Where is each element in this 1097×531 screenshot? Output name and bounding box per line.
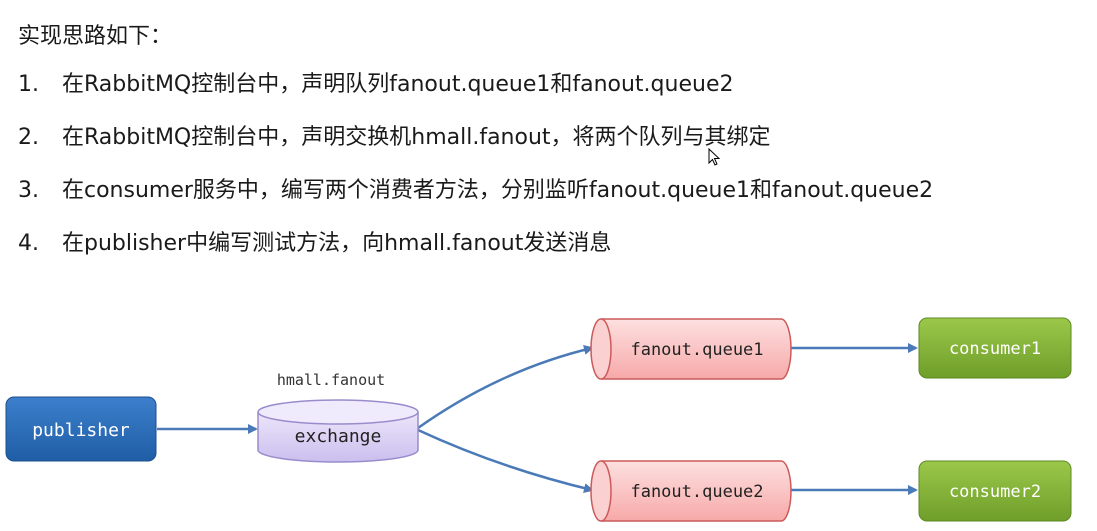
arrow-exchange-queue1 bbox=[417, 344, 594, 430]
step-number: 2. bbox=[18, 125, 39, 150]
step-item: 2. 在RabbitMQ控制台中，声明交换机hmall.fanout，将两个队列与… bbox=[18, 123, 933, 176]
step-text: 在publisher中编写测试方法，向hmall.fanout发送消息 bbox=[62, 231, 612, 256]
step-text: 在RabbitMQ控制台中，声明队列fanout.queue1和fanout.q… bbox=[62, 72, 734, 97]
publisher-node: publisher bbox=[5, 396, 157, 462]
step-item: 1. 在RabbitMQ控制台中，声明队列fanout.queue1和fanout… bbox=[18, 70, 933, 123]
consumer2-label: consumer2 bbox=[949, 482, 1041, 502]
queue2-node: fanout.queue2 bbox=[590, 460, 792, 522]
step-number: 1. bbox=[18, 72, 39, 97]
step-number: 3. bbox=[18, 178, 39, 203]
publisher-label: publisher bbox=[32, 420, 130, 441]
queue1-node: fanout.queue1 bbox=[590, 318, 792, 380]
consumer1-node: consumer1 bbox=[918, 317, 1072, 379]
exchange-label: exchange bbox=[295, 426, 382, 447]
step-number: 4. bbox=[18, 231, 39, 256]
step-text: 在RabbitMQ控制台中，声明交换机hmall.fanout，将两个队列与其绑… bbox=[62, 125, 771, 150]
intro-text: 实现思路如下： bbox=[18, 24, 173, 49]
exchange-node: exchange bbox=[257, 399, 419, 463]
consumer2-node: consumer2 bbox=[918, 460, 1072, 522]
step-item: 4. 在publisher中编写测试方法，向hmall.fanout发送消息 bbox=[18, 229, 933, 282]
steps-list: 1. 在RabbitMQ控制台中，声明队列fanout.queue1和fanout… bbox=[18, 70, 933, 282]
exchange-name-label: hmall.fanout bbox=[277, 371, 385, 389]
queue1-label: fanout.queue1 bbox=[630, 340, 763, 360]
mouse-cursor-icon bbox=[708, 148, 721, 166]
consumer1-label: consumer1 bbox=[949, 339, 1041, 359]
step-item: 3. 在consumer服务中，编写两个消费者方法，分别监听fanout.queu… bbox=[18, 176, 933, 229]
step-text: 在consumer服务中，编写两个消费者方法，分别监听fanout.queue1… bbox=[62, 178, 934, 203]
arrow-exchange-queue2 bbox=[417, 428, 594, 494]
queue2-label: fanout.queue2 bbox=[630, 482, 763, 502]
